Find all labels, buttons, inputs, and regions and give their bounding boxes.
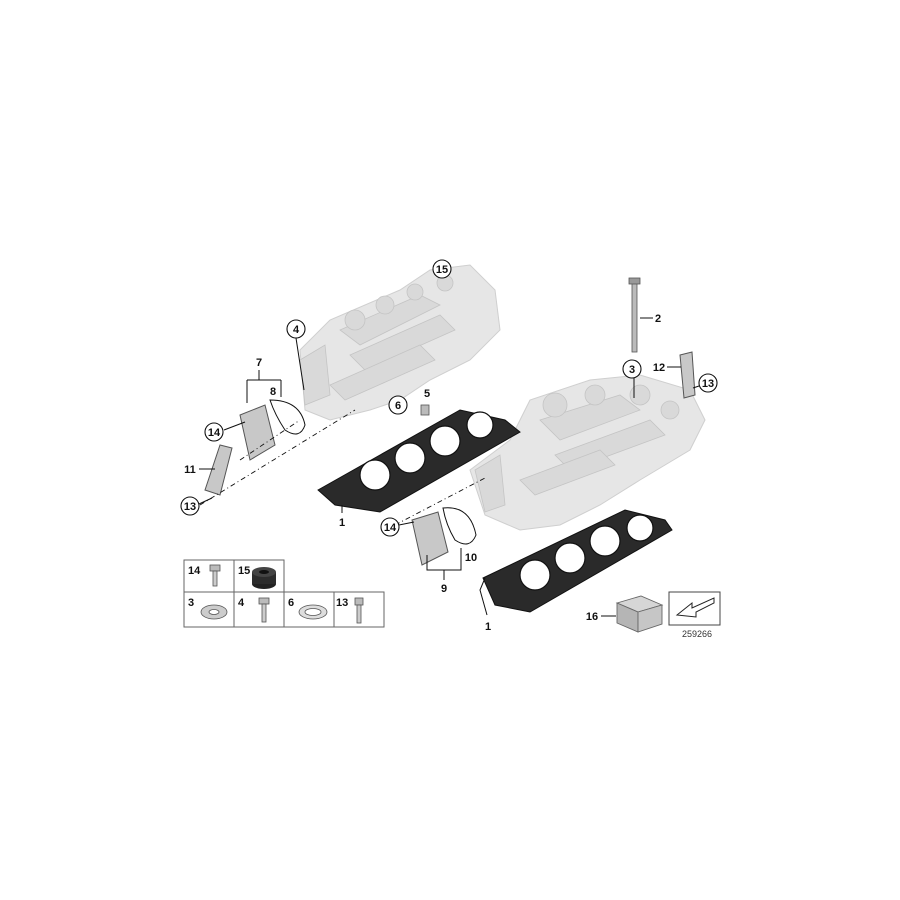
callout-1-right: 1 — [479, 577, 491, 633]
washer-icon — [298, 604, 328, 620]
callout-6: 6 — [388, 395, 408, 415]
legend-label: 3 — [188, 597, 194, 609]
bracket-left — [204, 444, 233, 496]
rubber-grommet-icon — [252, 567, 276, 589]
bolt-icon — [209, 564, 221, 587]
head-gasket-right — [482, 509, 673, 613]
legend-label: 13 — [336, 597, 348, 609]
head-gasket-left — [317, 409, 521, 513]
hardware-legend: 14 15 3 4 6 13 — [183, 559, 385, 628]
callout-2: 2 — [640, 313, 661, 325]
svg-text:9: 9 — [441, 583, 447, 595]
callout-14-left: 14 — [204, 421, 246, 442]
bracket-right — [679, 351, 696, 399]
svg-text:15: 15 — [436, 264, 448, 276]
svg-text:5: 5 — [424, 388, 430, 400]
legend-label: 4 — [238, 597, 245, 609]
svg-text:16: 16 — [586, 611, 598, 623]
callout-10: 10 — [465, 552, 477, 564]
callout-7: 7 — [246, 357, 282, 403]
callout-4: 4 — [286, 319, 306, 391]
svg-text:2: 2 — [655, 313, 661, 325]
svg-text:4: 4 — [293, 324, 300, 336]
svg-text:12: 12 — [653, 362, 665, 374]
svg-text:10: 10 — [465, 552, 477, 564]
svg-text:13: 13 — [702, 378, 714, 390]
callout-5: 5 — [424, 388, 430, 400]
arrow-icon — [668, 591, 721, 626]
callout-3: 3 — [622, 359, 642, 398]
cover-plate-left — [239, 399, 306, 461]
legend-label: 15 — [238, 565, 250, 577]
svg-text:6: 6 — [395, 400, 401, 412]
callout-11: 11 — [184, 464, 215, 476]
svg-text:14: 14 — [208, 427, 221, 439]
cylinder-head-left — [299, 264, 501, 421]
svg-text:1: 1 — [339, 517, 345, 529]
svg-text:11: 11 — [184, 464, 196, 476]
repair-kit-box-icon — [615, 595, 664, 633]
callout-13-lower: 13 — [180, 496, 213, 516]
hex-socket-bolt-icon — [354, 597, 364, 624]
sensor-plug — [420, 404, 430, 416]
washer-icon — [200, 604, 228, 620]
svg-text:14: 14 — [384, 522, 397, 534]
callout-16: 16 — [586, 611, 616, 623]
legend-label: 6 — [288, 597, 294, 609]
callout-13-upper: 13 — [692, 373, 718, 393]
cylinder-head-right — [469, 374, 706, 531]
svg-text:8: 8 — [270, 386, 276, 398]
svg-text:7: 7 — [256, 357, 262, 369]
reference-number: 259266 — [682, 629, 712, 639]
callout-12: 12 — [653, 362, 681, 374]
callout-1-left: 1 — [339, 505, 345, 529]
legend-label: 14 — [188, 565, 201, 577]
svg-text:1: 1 — [485, 621, 491, 633]
svg-text:3: 3 — [629, 364, 635, 376]
cover-plate-right — [411, 507, 477, 566]
callout-15: 15 — [432, 259, 452, 279]
bolt-icon — [258, 597, 270, 623]
callout-14-right: 14 — [380, 517, 415, 537]
head-bolt-long — [628, 277, 641, 353]
callout-8: 8 — [270, 386, 276, 398]
svg-text:13: 13 — [184, 501, 196, 513]
callout-9: 9 — [426, 548, 462, 595]
legend-cell — [183, 559, 235, 593]
